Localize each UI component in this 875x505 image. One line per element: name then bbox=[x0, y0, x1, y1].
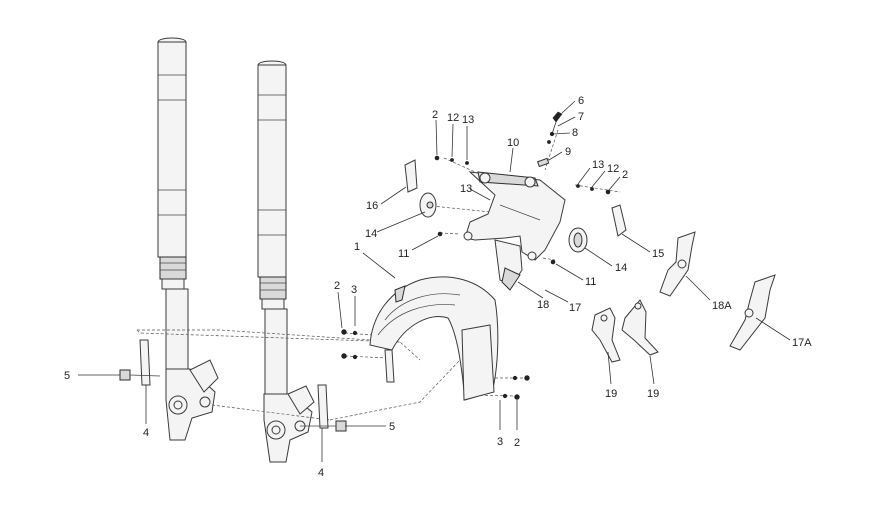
callout-15: 15 bbox=[652, 248, 664, 260]
callout-labels: 1 2 2 2 2 3 3 4 4 5 5 6 7 8 9 10 11 11 1… bbox=[64, 95, 812, 479]
callout-13: 13 bbox=[592, 159, 604, 171]
callout-19: 19 bbox=[647, 388, 659, 400]
bracket-18A bbox=[659, 231, 696, 297]
leader-lines bbox=[78, 100, 791, 462]
brake-hose-clamp-right bbox=[300, 384, 347, 432]
callout-13: 13 bbox=[462, 114, 474, 126]
bracket-19-left bbox=[591, 307, 621, 363]
callout-5: 5 bbox=[389, 421, 395, 433]
callout-18: 18 bbox=[537, 299, 549, 311]
fasteners bbox=[341, 155, 611, 400]
callout-17: 17 bbox=[569, 302, 581, 314]
callout-11: 11 bbox=[585, 276, 596, 288]
callout-3: 3 bbox=[351, 284, 357, 296]
callout-2: 2 bbox=[514, 437, 520, 449]
callout-2: 2 bbox=[622, 169, 628, 181]
callout-4: 4 bbox=[318, 467, 324, 479]
callout-12: 12 bbox=[447, 112, 459, 124]
callout-5: 5 bbox=[64, 370, 70, 382]
grommet-disc-right bbox=[568, 227, 588, 253]
callout-4: 4 bbox=[143, 427, 149, 439]
callout-19: 19 bbox=[605, 388, 617, 400]
callout-3: 3 bbox=[497, 436, 503, 448]
callout-17A: 17A bbox=[792, 337, 812, 349]
bracket-19-right bbox=[621, 299, 659, 356]
callout-10: 10 bbox=[507, 137, 519, 149]
callout-12: 12 bbox=[607, 163, 619, 175]
callout-13: 13 bbox=[460, 183, 472, 195]
callout-2: 2 bbox=[334, 280, 340, 292]
brake-hose-clamp-left bbox=[119, 339, 161, 386]
callout-14: 14 bbox=[615, 262, 627, 274]
front-fender bbox=[369, 276, 499, 401]
callout-16: 16 bbox=[366, 200, 378, 212]
callout-11: 11 bbox=[398, 248, 409, 260]
left-fork-leg bbox=[157, 37, 219, 441]
adjuster-screw-stack bbox=[536, 111, 563, 168]
bracket-16 bbox=[404, 159, 418, 193]
callout-8: 8 bbox=[572, 127, 578, 139]
bracket-15 bbox=[611, 204, 627, 237]
callout-14: 14 bbox=[365, 228, 377, 240]
right-fork-leg bbox=[257, 60, 315, 463]
grommet-disc-left bbox=[419, 192, 437, 218]
callout-18A: 18A bbox=[712, 300, 732, 312]
callout-6: 6 bbox=[578, 95, 584, 107]
callout-1: 1 bbox=[354, 241, 360, 253]
bracket-17A bbox=[729, 274, 776, 351]
callout-9: 9 bbox=[565, 146, 571, 158]
headlight-bracket-assembly bbox=[463, 171, 566, 291]
callout-7: 7 bbox=[578, 111, 584, 123]
callout-2: 2 bbox=[432, 109, 438, 121]
